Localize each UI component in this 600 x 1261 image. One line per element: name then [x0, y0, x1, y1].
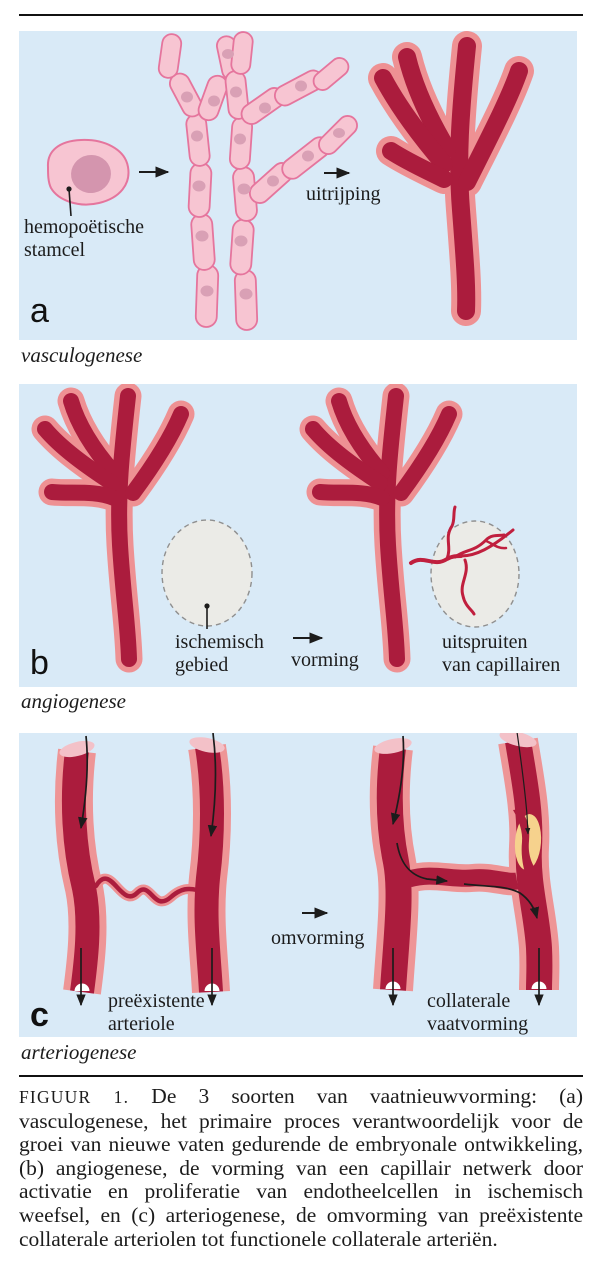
ischemic-label-line2: gebied — [175, 654, 228, 676]
sprouting-label-line2: van capillairen — [442, 654, 560, 676]
stem-cell-label-line2: stamcel — [24, 239, 86, 261]
stenosis-plaque-icon — [513, 809, 542, 876]
maturation-label: uitrijping — [306, 183, 380, 205]
remodeling-label: omvorming — [271, 927, 364, 949]
mature-vessel-icon — [368, 31, 534, 326]
top-rule — [19, 14, 583, 16]
panel-b-angiogenese: ischemisch gebied vorming — [19, 384, 577, 687]
sprouting-label-line1: uitspruiten — [442, 631, 528, 653]
panel-a-vasculogenese: hemopoëtische stamcel — [19, 31, 577, 340]
stem-cell-icon — [46, 138, 130, 206]
panel-b-title: angiogenese — [21, 689, 126, 713]
stem-cell-label-line1: hemopoëtische — [24, 216, 144, 238]
vessel-before-icon — [31, 384, 195, 673]
panel-c-arteriogenese: preëxistente arteriole omvorming — [19, 733, 577, 1037]
ischemic-pointer — [204, 603, 210, 629]
vessel-after-icon — [299, 384, 463, 673]
panel-a-title: vasculogenese — [21, 343, 143, 367]
collateral-label-line1: collaterale — [427, 990, 510, 1012]
flow-arrows-right-icon — [388, 733, 544, 1007]
flow-arrows-left-icon — [76, 733, 218, 1007]
bottom-rule — [19, 1075, 583, 1077]
panel-letter-c: c — [30, 996, 49, 1034]
stem-cell-pointer — [66, 186, 72, 217]
forming-label: vorming — [291, 649, 359, 671]
collateral-vessels-icon — [369, 733, 560, 992]
preexisting-label-line2: arteriole — [108, 1013, 175, 1035]
capillary-sprouts-icon — [409, 505, 515, 616]
panel-c-title: arteriogenese — [21, 1040, 137, 1064]
preexisting-arterioles-icon — [54, 737, 231, 995]
panel-letter-a: a — [30, 292, 49, 330]
figure-caption-lead: FIGUUR 1. — [19, 1087, 130, 1107]
ischemic-label-line1: ischemisch — [175, 631, 264, 653]
figure-caption-body: De 3 soorten van vaatnieuwvorming: (a) v… — [19, 1084, 584, 1251]
collateral-label-line2: vaatvorming — [427, 1013, 528, 1035]
cell-nuclei — [181, 49, 345, 300]
panel-b-drawing: ischemisch gebied vorming — [30, 384, 560, 682]
panel-c-drawing: preëxistente arteriole omvorming — [30, 733, 560, 1035]
cell-chain-icon — [157, 31, 358, 331]
figure-caption: FIGUUR 1. De 3 soorten van vaatnieuwvorm… — [19, 1084, 584, 1251]
preexisting-label-line1: preëxistente — [108, 990, 205, 1012]
panel-letter-b: b — [30, 644, 49, 682]
panel-a-drawing: hemopoëtische stamcel — [24, 31, 534, 331]
